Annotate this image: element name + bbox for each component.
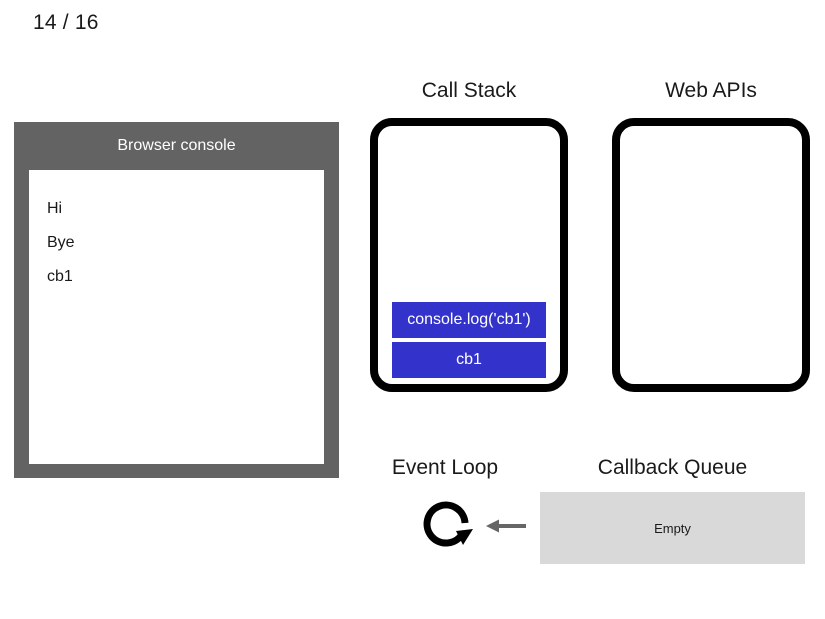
callback-queue-title: Callback Queue: [597, 456, 748, 479]
event-loop-title: Event Loop: [391, 456, 499, 479]
browser-console-title: Browser console: [117, 137, 236, 154]
call-stack-frame: console.log('cb1'): [392, 302, 546, 338]
circular-arrow-icon: [418, 492, 480, 554]
callback-queue-box: Empty: [540, 492, 805, 564]
call-stack-frame: cb1: [392, 342, 546, 378]
slide-counter: 14 / 16: [33, 11, 99, 34]
console-line: Hi: [47, 200, 63, 217]
callback-queue-empty-label: Empty: [654, 520, 691, 536]
console-line: Bye: [47, 234, 75, 251]
call-stack-frames: console.log('cb1') cb1: [378, 298, 560, 378]
queue-to-event-loop-arrow: [486, 518, 526, 534]
web-apis-panel: [612, 118, 810, 392]
web-apis-title: Web APIs: [665, 79, 757, 102]
console-line: cb1: [47, 268, 73, 285]
call-stack-title: Call Stack: [421, 79, 517, 102]
browser-console-panel: Browser console Hi Bye cb1: [14, 122, 339, 478]
call-stack-panel: console.log('cb1') cb1: [370, 118, 568, 392]
browser-console-output: Hi Bye cb1: [29, 170, 324, 464]
